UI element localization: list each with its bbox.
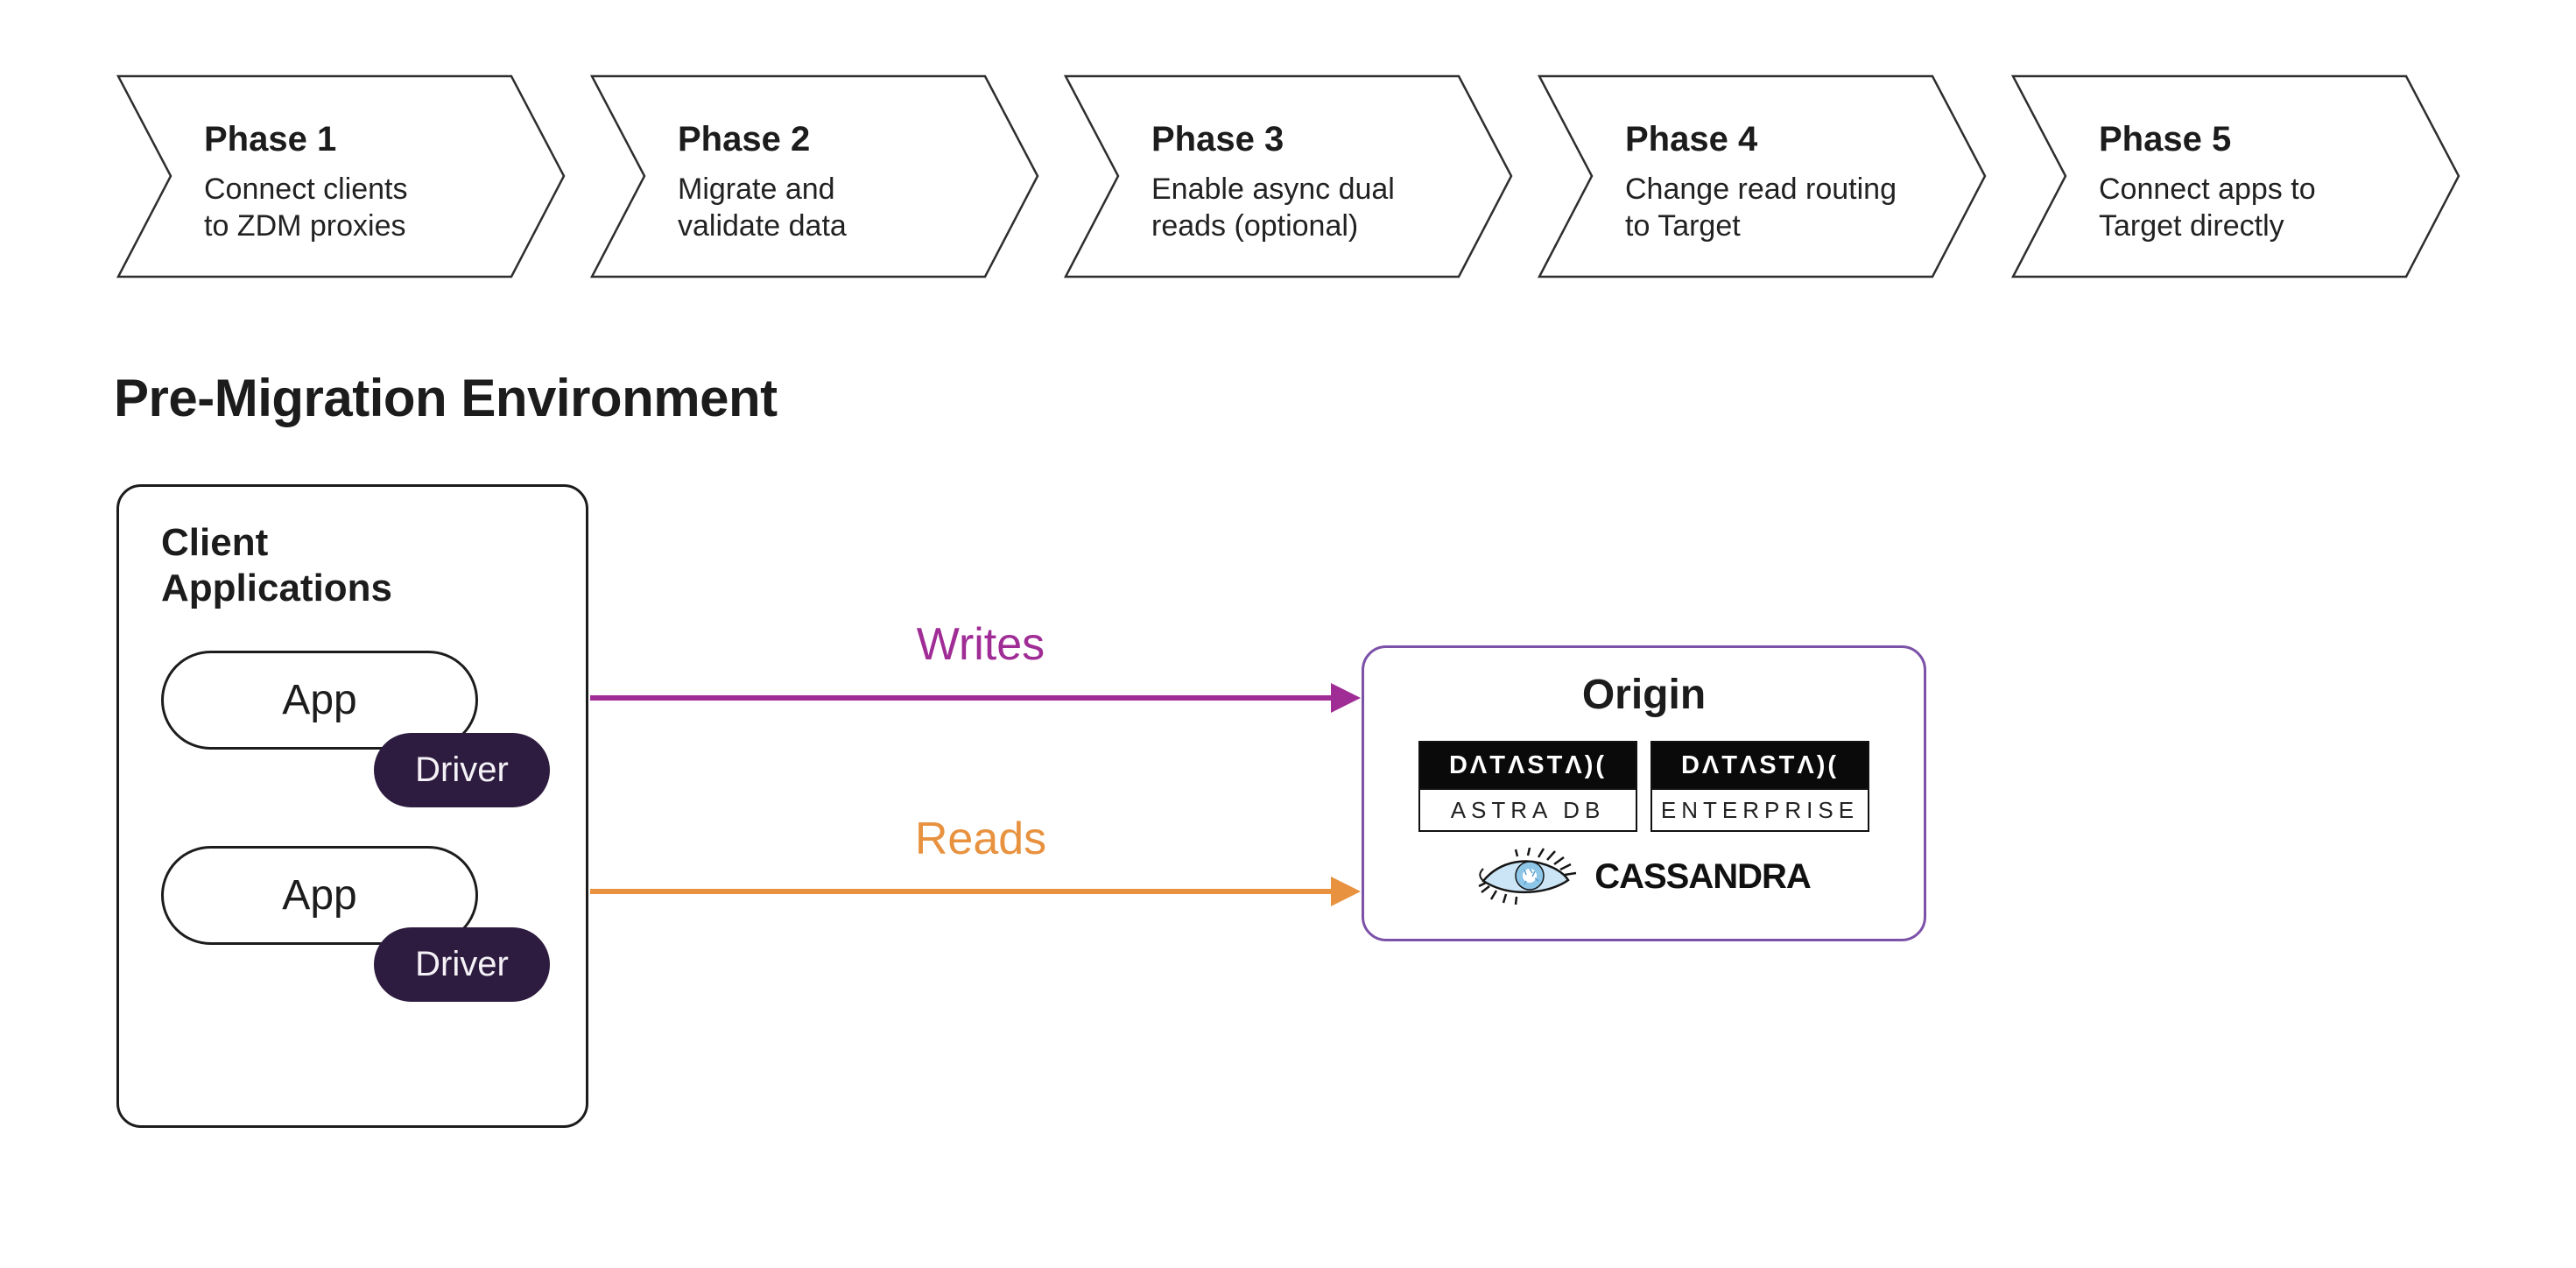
- chevron-shape: [590, 74, 1039, 278]
- driver-pill: Driver: [374, 733, 550, 807]
- datastax-logo-row: DΛTΛSTΛ)( ASTRA DB DΛTΛSTΛ)( ENTERPRISE: [1364, 741, 1924, 832]
- phase-desc-line: Migrate and: [678, 173, 835, 206]
- section-heading: Pre-Migration Environment: [114, 369, 778, 427]
- phase-desc-line: Connect apps to: [2099, 173, 2316, 206]
- client-applications-box: Client Applications App Driver App Drive…: [116, 484, 588, 1128]
- phase-title: Phase 4: [1625, 120, 1758, 158]
- datastax-wordmark: DΛTΛSTΛ)(: [1420, 743, 1636, 788]
- phase-desc-line: validate data: [678, 209, 847, 243]
- phase-1-chevron: Phase 1 Connect clients to ZDM proxies: [116, 74, 566, 278]
- phase-4-chevron: Phase 4 Change read routing to Target: [1538, 74, 1987, 278]
- enterprise-label: ENTERPRISE: [1652, 788, 1868, 830]
- datastax-enterprise-logo: DΛTΛSTΛ)( ENTERPRISE: [1650, 741, 1869, 832]
- phase-desc-line: Enable async dual: [1151, 173, 1395, 206]
- reads-label: Reads: [914, 814, 1047, 864]
- phase-title: Phase 3: [1151, 120, 1284, 158]
- client-box-title-line: Client: [161, 521, 269, 564]
- driver-pill: Driver: [374, 927, 550, 1002]
- origin-box: Origin DΛTΛSTΛ)( ASTRA DB DΛTΛSTΛ)( ENTE…: [1362, 645, 1926, 941]
- astra-db-label: ASTRA DB: [1420, 788, 1636, 830]
- phase-desc-line: Change read routing: [1625, 173, 1897, 206]
- chevron-shape: [1538, 74, 1987, 278]
- phase-desc-line: reads (optional): [1151, 209, 1359, 243]
- origin-title: Origin: [1581, 672, 1707, 718]
- chevron-shape: [1064, 74, 1513, 278]
- client-box-title-line: Applications: [161, 567, 393, 609]
- phase-desc-line: to Target: [1625, 209, 1741, 243]
- phase-title: Phase 5: [2099, 120, 2232, 158]
- cassandra-logo-row: CASSANDRA: [1364, 848, 1924, 905]
- phase-desc-line: to ZDM proxies: [204, 209, 406, 243]
- phase-2-chevron: Phase 2 Migrate and validate data: [590, 74, 1039, 278]
- writes-arrow: [590, 683, 1361, 713]
- chevron-shape: [116, 74, 566, 278]
- phase-desc-line: Target directly: [2099, 209, 2284, 243]
- writes-label: Writes: [916, 619, 1045, 670]
- phase-title: Phase 2: [678, 120, 811, 158]
- datastax-wordmark: DΛTΛSTΛ)(: [1652, 743, 1868, 788]
- cassandra-eye-icon: [1478, 848, 1577, 905]
- datastax-astra-db-logo: DΛTΛSTΛ)( ASTRA DB: [1418, 741, 1637, 832]
- phase-5-chevron: Phase 5 Connect apps to Target directly: [2011, 74, 2460, 278]
- reads-arrow: [590, 877, 1361, 906]
- phase-title: Phase 1: [204, 120, 337, 158]
- phase-3-chevron: Phase 3 Enable async dual reads (optiona…: [1064, 74, 1513, 278]
- chevron-shape: [2011, 74, 2460, 278]
- cassandra-label: CASSANDRA: [1594, 856, 1812, 896]
- phase-desc-line: Connect clients: [204, 173, 408, 206]
